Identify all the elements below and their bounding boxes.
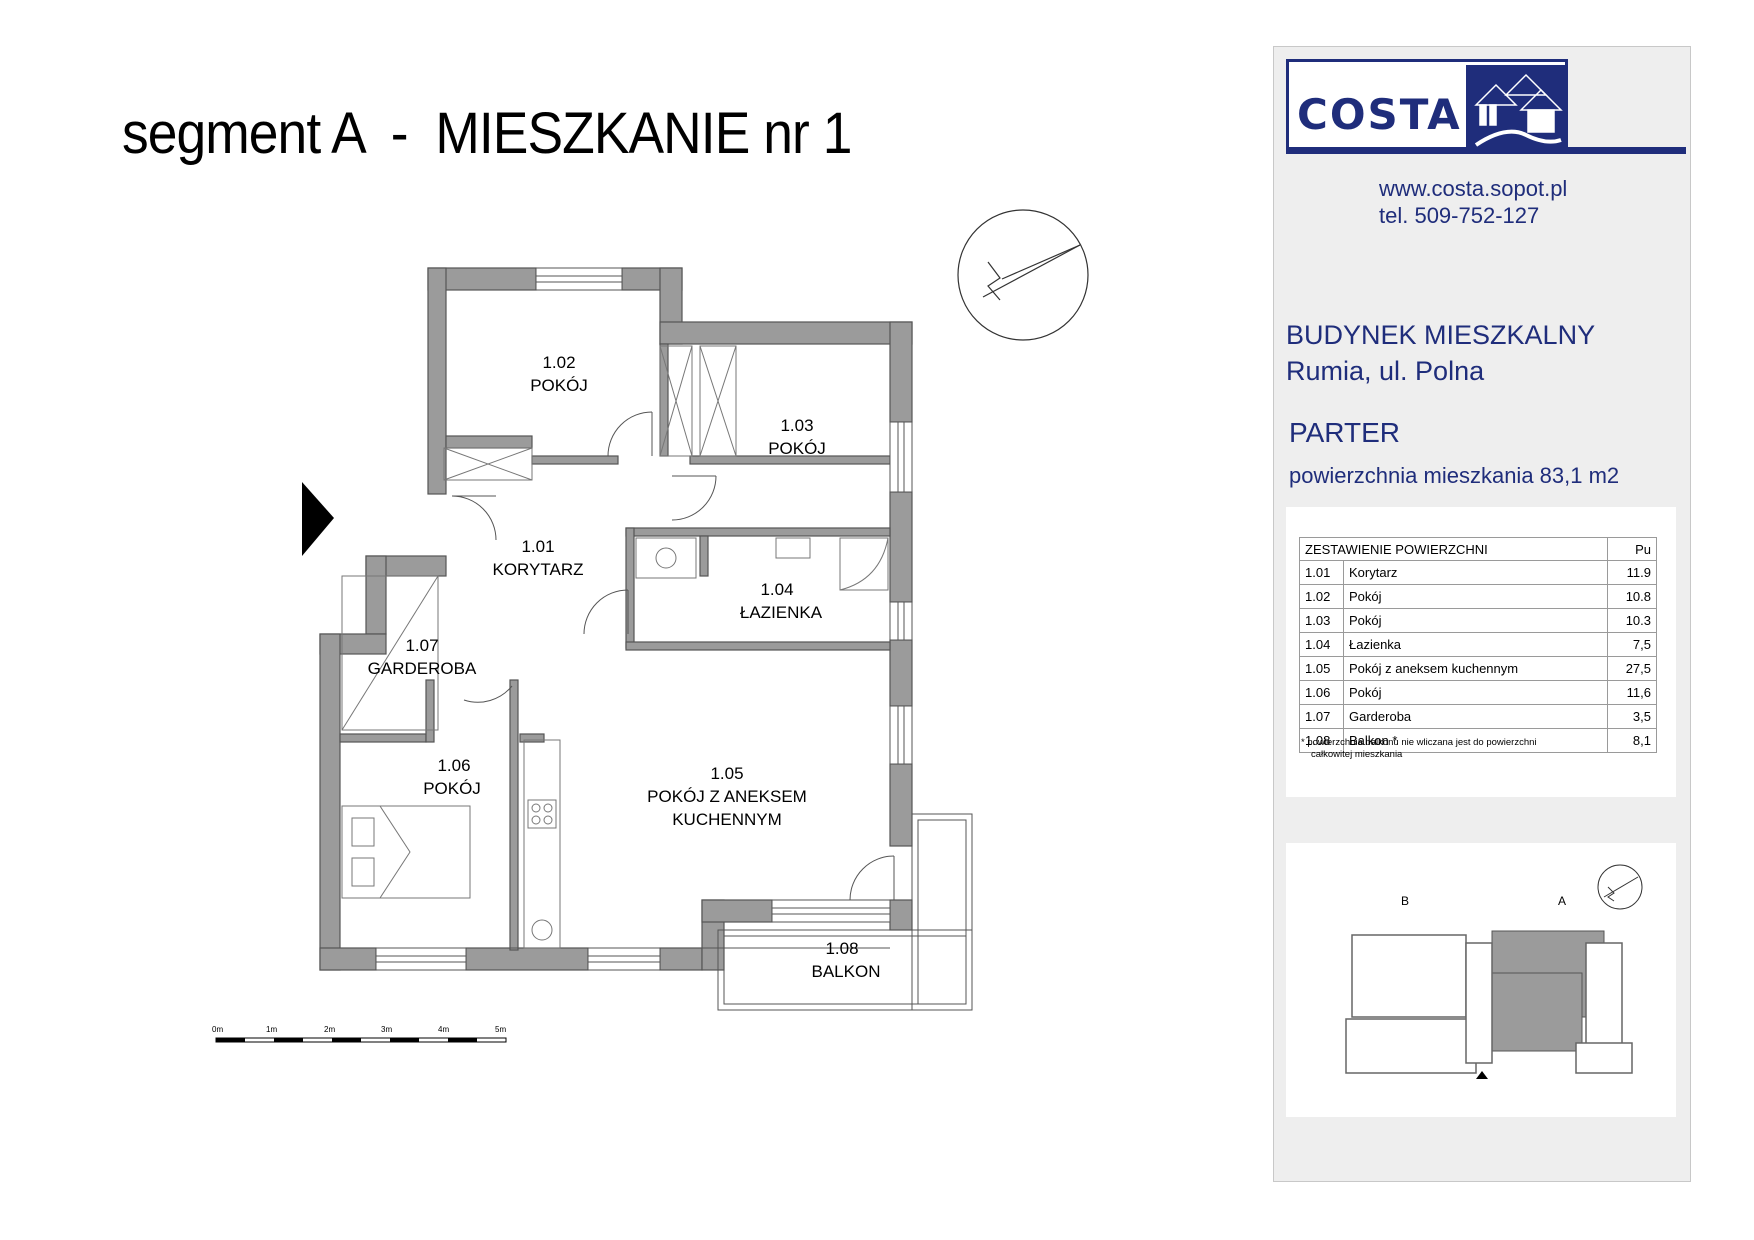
room-1-08-num: 1.08 [825, 939, 858, 958]
row-name: Pokój [1343, 680, 1608, 705]
room-1-07-name: GARDEROBA [368, 659, 477, 678]
table-row: 1.03 Pokój 10.3 [1299, 608, 1657, 633]
plan-doors [451, 411, 895, 901]
room-1-05-name: POKÓJ Z ANEKSEM [647, 787, 807, 806]
row-value: 27,5 [1607, 656, 1657, 681]
scale-tick-0: 0m [212, 1025, 223, 1034]
plan-kitchen [523, 739, 561, 949]
table-header-row: ZESTAWIENIE POWIERZCHNI Pu [1299, 537, 1657, 561]
room-1-01-name: KORYTARZ [493, 560, 584, 579]
row-name: Pokój z aneksem kuchennym [1343, 656, 1608, 681]
apartment-area: powierzchnia mieszkania 83,1 m2 [1289, 463, 1620, 488]
phone-number: tel. 509-752-127 [1379, 203, 1540, 228]
logo-text: COSTA [1297, 90, 1462, 139]
key-plan-entrance-icon [1476, 1071, 1488, 1079]
row-name: Korytarz [1343, 560, 1608, 585]
room-1-05-num: 1.05 [710, 764, 743, 783]
scale-tick-5: 5m [495, 1025, 506, 1034]
table-row: 1.02 Pokój 10.8 [1299, 584, 1657, 609]
row-value: 7,5 [1607, 632, 1657, 657]
room-1-06-name: POKÓJ [423, 779, 481, 798]
room-1-05-name2: KUCHENNYM [672, 810, 782, 829]
plan-bed [341, 805, 471, 899]
table-footnote: * powierzchnia balkonu nie wliczana jest… [1301, 737, 1601, 761]
floor-label: PARTER [1289, 417, 1400, 448]
room-1-08-name: BALKON [812, 962, 881, 981]
building-type: BUDYNEK MIESZKALNY [1286, 320, 1596, 350]
building-address: Rumia, ul. Polna [1286, 356, 1485, 386]
room-1-04-num: 1.04 [760, 580, 793, 599]
room-1-07-num: 1.07 [405, 636, 438, 655]
row-name: Balkon * [1343, 728, 1608, 753]
room-1-03-name: POKÓJ [768, 439, 826, 458]
scale-bar: 0m 1m 2m 3m 4m 5m [212, 1025, 507, 1043]
room-1-01-num: 1.01 [521, 537, 554, 556]
key-plan-label-a: A [1558, 894, 1566, 908]
row-num: 1.08 [1299, 728, 1344, 753]
table-row: 1.04 Łazienka 7,5 [1299, 632, 1657, 657]
info-sidebar: COSTA www.costa.sopot.pl tel. 509-752-12… [1273, 46, 1691, 1182]
key-plan-label-b: B [1401, 894, 1409, 908]
room-1-02-num: 1.02 [542, 353, 575, 372]
row-num: 1.02 [1299, 584, 1344, 609]
table-row: 1.06 Pokój 11,6 [1299, 680, 1657, 705]
table-header: ZESTAWIENIE POWIERZCHNI [1299, 537, 1608, 561]
row-value: 8,1 [1607, 728, 1657, 753]
company-logo: COSTA [1286, 59, 1686, 155]
room-1-04-name: ŁAZIENKA [740, 603, 823, 622]
website-link[interactable]: www.costa.sopot.pl [1379, 176, 1568, 201]
scale-tick-1: 1m [266, 1025, 277, 1034]
north-compass-icon [957, 209, 1089, 341]
plan-walls [319, 267, 913, 971]
logo-bar [1286, 147, 1686, 154]
row-value: 11.9 [1607, 560, 1657, 585]
key-plan-compass-icon [1597, 864, 1643, 910]
entrance-arrow-icon [302, 482, 334, 556]
plan-windows [375, 267, 913, 971]
row-name: Pokój [1343, 608, 1608, 633]
row-num: 1.06 [1299, 680, 1344, 705]
row-num: 1.04 [1299, 632, 1344, 657]
contact-info: www.costa.sopot.pl tel. 509-752-127 [1379, 175, 1567, 229]
room-labels: 1.01 KORYTARZ 1.02 POKÓJ 1.03 POKÓJ 1.04… [368, 353, 881, 981]
room-1-02-name: POKÓJ [530, 376, 588, 395]
scale-tick-2: 2m [324, 1025, 335, 1034]
footnote-line-2: całkowitej mieszkania [1311, 749, 1403, 760]
plan-wardrobes [341, 345, 737, 731]
area-table: ZESTAWIENIE POWIERZCHNI Pu 1.01 Korytarz… [1299, 537, 1657, 753]
row-num: 1.01 [1299, 560, 1344, 585]
plan-bathroom-fixtures [635, 537, 889, 591]
table-row: 1.07 Garderoba 3,5 [1299, 704, 1657, 729]
scale-tick-3: 3m [381, 1025, 392, 1034]
scale-tick-4: 4m [438, 1025, 449, 1034]
page-title: segment A - MIESZKANIE nr 1 [122, 101, 852, 166]
table-row: 1.05 Pokój z aneksem kuchennym 27,5 [1299, 656, 1657, 681]
row-name: Łazienka [1343, 632, 1608, 657]
key-plan: B A [1345, 864, 1643, 1079]
row-num: 1.05 [1299, 656, 1344, 681]
room-1-03-num: 1.03 [780, 416, 813, 435]
room-1-06-num: 1.06 [437, 756, 470, 775]
row-value: 3,5 [1607, 704, 1657, 729]
table-unit-header: Pu [1607, 537, 1657, 561]
key-plan-panel: B A [1286, 843, 1676, 1117]
row-num: 1.07 [1299, 704, 1344, 729]
row-name: Pokój [1343, 584, 1608, 609]
row-num: 1.03 [1299, 608, 1344, 633]
house-icon [1466, 65, 1566, 151]
row-value: 11,6 [1607, 680, 1657, 705]
row-value: 10.8 [1607, 584, 1657, 609]
row-name: Garderoba [1343, 704, 1608, 729]
table-row: 1.08 Balkon * 8,1 [1299, 728, 1657, 753]
building-info: BUDYNEK MIESZKALNY Rumia, ul. Polna [1286, 317, 1595, 389]
plan-outlines [339, 289, 973, 1011]
footnote-line-1: * powierzchnia balkonu nie wliczana jest… [1301, 737, 1537, 748]
row-value: 10.3 [1607, 608, 1657, 633]
area-table-panel: ZESTAWIENIE POWIERZCHNI Pu 1.01 Korytarz… [1286, 507, 1676, 797]
table-row: 1.01 Korytarz 11.9 [1299, 560, 1657, 585]
key-plan-segment-b [1345, 934, 1633, 1074]
